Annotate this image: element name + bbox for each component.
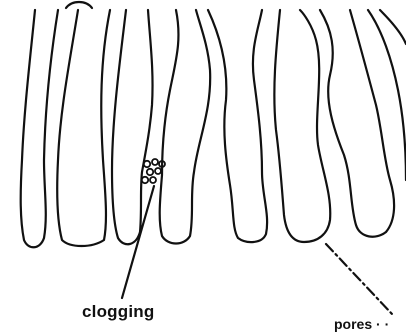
clogging-leader-line [122, 186, 154, 298]
bottom-right-leader-line [326, 244, 392, 314]
pore-wall-1 [21, 10, 58, 247]
pore-wall-2 [57, 10, 110, 246]
bottom-right-label: pores · · [334, 316, 389, 332]
clogging-label: clogging [82, 302, 154, 322]
pore-wall-6 [274, 10, 330, 242]
pore-wall-4 [160, 10, 211, 244]
pore-top-arc [66, 2, 92, 8]
pore-wall-5 [208, 10, 267, 242]
pore-wall-7 [320, 10, 394, 237]
